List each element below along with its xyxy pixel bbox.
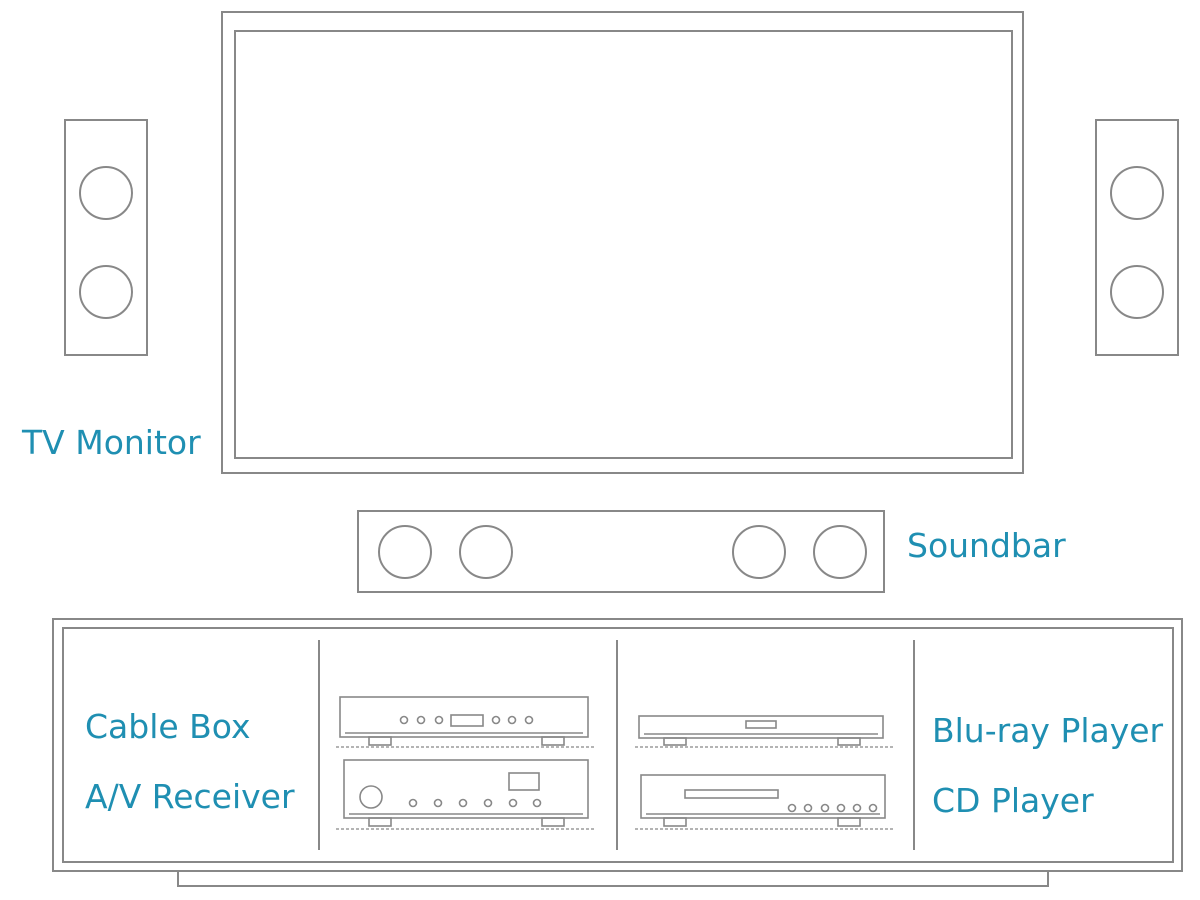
cd-player-device <box>635 774 895 830</box>
bluray-disc-slot-icon <box>745 720 777 729</box>
console-base <box>177 871 1049 887</box>
soundbar-label: Soundbar <box>907 526 1066 565</box>
receiver-volume-knob-icon <box>359 785 383 809</box>
soundbar-body <box>357 510 885 593</box>
av-receiver-label: A/V Receiver <box>85 777 295 816</box>
left-speaker-driver-bottom <box>79 265 133 319</box>
tv-monitor <box>221 11 1024 474</box>
bluray-player-label: Blu-ray Player <box>932 711 1164 750</box>
left-speaker-cabinet <box>64 119 148 356</box>
left-speaker <box>64 119 148 356</box>
soundbar <box>357 510 885 593</box>
cable-box-display-icon <box>450 714 484 727</box>
tv-screen <box>234 30 1013 459</box>
right-speaker-driver-top <box>1110 166 1164 220</box>
receiver-display-icon <box>508 772 540 791</box>
cd-player-label: CD Player <box>932 781 1094 820</box>
cable-box-label: Cable Box <box>85 707 251 746</box>
media-console <box>52 618 1183 887</box>
tv-bezel <box>221 11 1024 474</box>
console-inner <box>62 627 1174 863</box>
soundbar-driver-4 <box>813 525 867 579</box>
av-receiver-device <box>336 759 596 830</box>
tv-monitor-label: TV Monitor <box>22 423 201 462</box>
right-speaker <box>1095 119 1179 356</box>
bluray-player-device <box>635 715 895 748</box>
left-speaker-driver-top <box>79 166 133 220</box>
soundbar-driver-3 <box>732 525 786 579</box>
cable-box-device <box>336 696 596 748</box>
cd-disc-tray-icon <box>684 789 779 799</box>
right-speaker-driver-bottom <box>1110 265 1164 319</box>
soundbar-driver-1 <box>378 525 432 579</box>
right-speaker-cabinet <box>1095 119 1179 356</box>
console-outer <box>52 618 1183 872</box>
soundbar-driver-2 <box>459 525 513 579</box>
